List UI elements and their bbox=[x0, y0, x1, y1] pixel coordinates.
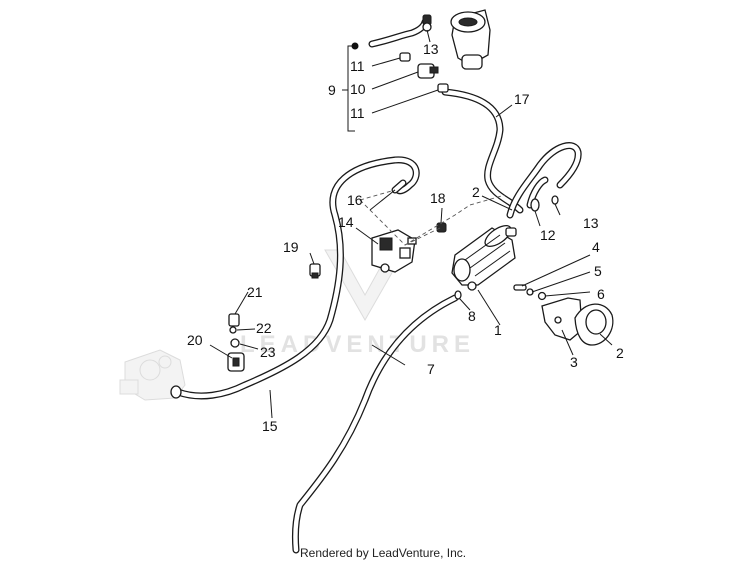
callouts: 1 2 2 3 4 5 6 7 8 9 10 11 11 12 13 13 14… bbox=[187, 41, 624, 434]
callout-21: 21 bbox=[247, 284, 263, 300]
washer-22 bbox=[229, 326, 237, 334]
check-valve-10 bbox=[417, 63, 439, 79]
clamp-8 bbox=[454, 290, 462, 300]
callout-2b: 2 bbox=[616, 345, 624, 361]
callout-13b: 13 bbox=[583, 215, 599, 231]
bolt-4 bbox=[513, 284, 527, 291]
callout-8: 8 bbox=[468, 308, 476, 324]
callout-2a: 2 bbox=[472, 184, 480, 200]
group-9-bracket bbox=[342, 42, 359, 132]
clamp-18 bbox=[436, 222, 447, 233]
callout-1: 1 bbox=[494, 322, 502, 338]
washer-23 bbox=[230, 338, 240, 348]
callout-15: 15 bbox=[262, 418, 278, 434]
bolt-19 bbox=[309, 263, 321, 279]
callout-23: 23 bbox=[260, 344, 276, 360]
callout-11b: 11 bbox=[350, 105, 365, 121]
canister-1 bbox=[451, 225, 517, 291]
reservoir-cap bbox=[450, 9, 491, 70]
callout-17: 17 bbox=[514, 91, 530, 107]
hose-loop bbox=[506, 142, 582, 219]
callout-18: 18 bbox=[430, 190, 446, 206]
throttle-body bbox=[119, 349, 186, 401]
callout-5: 5 bbox=[594, 263, 602, 279]
callout-19: 19 bbox=[283, 239, 299, 255]
clamp-13-top bbox=[422, 14, 432, 32]
purge-valve-14 bbox=[371, 229, 417, 273]
callout-13a: 13 bbox=[423, 41, 439, 57]
clamp-13-right bbox=[551, 195, 559, 205]
callout-7: 7 bbox=[427, 361, 435, 377]
callout-10: 10 bbox=[350, 81, 366, 97]
clamp-12 bbox=[530, 198, 540, 212]
callout-20: 20 bbox=[187, 332, 203, 348]
callout-4: 4 bbox=[592, 239, 600, 255]
callout-3: 3 bbox=[570, 354, 578, 370]
hose-16 bbox=[391, 179, 407, 194]
hose-15 bbox=[170, 156, 420, 400]
fitting-11a bbox=[399, 52, 411, 62]
bracket-3 bbox=[541, 297, 583, 341]
callout-22: 22 bbox=[256, 320, 272, 336]
leader-lines bbox=[209, 29, 613, 419]
washer-6 bbox=[537, 291, 547, 301]
bolt-21 bbox=[228, 313, 240, 327]
hose-17 bbox=[441, 88, 524, 214]
callout-11a: 11 bbox=[350, 58, 365, 74]
watermark-text: LEADVENTURE bbox=[240, 331, 475, 358]
hose-7 bbox=[292, 294, 459, 554]
hose-9 bbox=[368, 18, 429, 48]
callout-14: 14 bbox=[338, 214, 354, 230]
clamp-2 bbox=[574, 303, 614, 346]
callout-6: 6 bbox=[597, 286, 605, 302]
callout-9: 9 bbox=[328, 82, 336, 98]
bracket-20 bbox=[227, 352, 245, 372]
fitting-11b bbox=[437, 83, 449, 93]
assembly-lines bbox=[359, 189, 506, 246]
footer-credit: Rendered by LeadVenture, Inc. bbox=[300, 546, 466, 560]
callout-16: 16 bbox=[347, 192, 363, 208]
callout-12: 12 bbox=[540, 227, 556, 243]
